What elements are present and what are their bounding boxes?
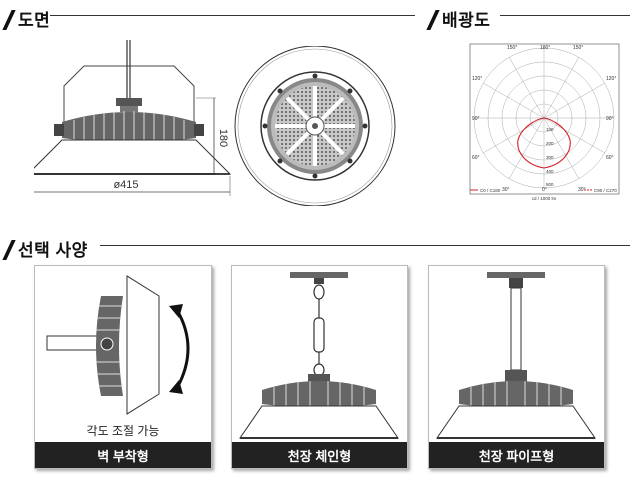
radial-label-300: 300	[546, 155, 554, 160]
angle-label-right-3: 60°	[606, 155, 614, 161]
angle-label-top-right: 150°	[573, 45, 583, 51]
angle-label-bottom-right: 30°	[578, 187, 586, 193]
angle-label-left-2: 90°	[472, 116, 480, 122]
wall-mount-option-card: 각도 조절 가능 벽 부착형	[34, 265, 212, 469]
diameter-dimension-label: ø415	[113, 179, 138, 191]
top-view-drawing	[234, 46, 396, 206]
chain-ceiling-illustration	[239, 272, 399, 439]
distribution-section-header: 배광도	[428, 6, 490, 31]
angle-label-top-center: 180°	[540, 45, 550, 51]
angle-label-left-3: 60°	[472, 155, 480, 161]
options-section-header: 선택 사양	[4, 236, 88, 261]
radial-label-400: 400	[546, 169, 554, 174]
angle-adjust-caption: 각도 조절 가능	[86, 424, 160, 438]
side-view-drawing: 180 ø415	[34, 40, 232, 196]
wall-mount-illustration	[46, 275, 190, 415]
drawing-section-rule	[50, 15, 415, 16]
polar-distribution-diagram: 150° 180° 150° 120° 90° 60° 120° 90° 60°…	[469, 43, 620, 201]
angle-label-left-1: 120°	[472, 76, 482, 82]
height-dimension-label: 180	[217, 129, 229, 147]
options-section-rule	[100, 245, 630, 246]
radial-label-500: 500	[546, 182, 554, 187]
angle-label-right-2: 90°	[606, 116, 614, 122]
slash-icon	[4, 10, 14, 28]
angle-label-bottom-center: 0°	[542, 187, 547, 193]
pipe-ceiling-option-card: 천장 파이프형	[428, 265, 605, 469]
angle-label-top-left: 150°	[507, 45, 517, 51]
unit-label: cd / 1000 lm	[532, 196, 557, 201]
radial-label-200: 200	[546, 141, 554, 146]
angle-label-right-1: 120°	[606, 76, 616, 82]
angle-label-bottom-left: 30°	[502, 187, 510, 193]
drawing-section-title: 도면	[18, 11, 51, 30]
slash-icon	[4, 240, 14, 258]
drawing-section-header: 도면	[4, 6, 50, 31]
chain-ceiling-label: 천장 체인형	[232, 442, 407, 468]
distribution-section-title: 배광도	[442, 11, 491, 30]
radial-label-100: 100	[546, 127, 554, 132]
options-section-title: 선택 사양	[18, 241, 88, 260]
legend-c90-c270: C90 / C270	[594, 188, 617, 193]
distribution-curve	[517, 117, 571, 169]
pipe-ceiling-illustration	[436, 272, 596, 439]
wall-mount-label: 벽 부착형	[35, 442, 211, 468]
pipe-ceiling-label: 천장 파이프형	[429, 442, 604, 468]
distribution-section-rule	[500, 15, 630, 16]
slash-icon	[428, 10, 438, 28]
legend-c0-c180: C0 / C180	[480, 188, 501, 193]
chain-ceiling-option-card: 천장 체인형	[231, 265, 408, 469]
